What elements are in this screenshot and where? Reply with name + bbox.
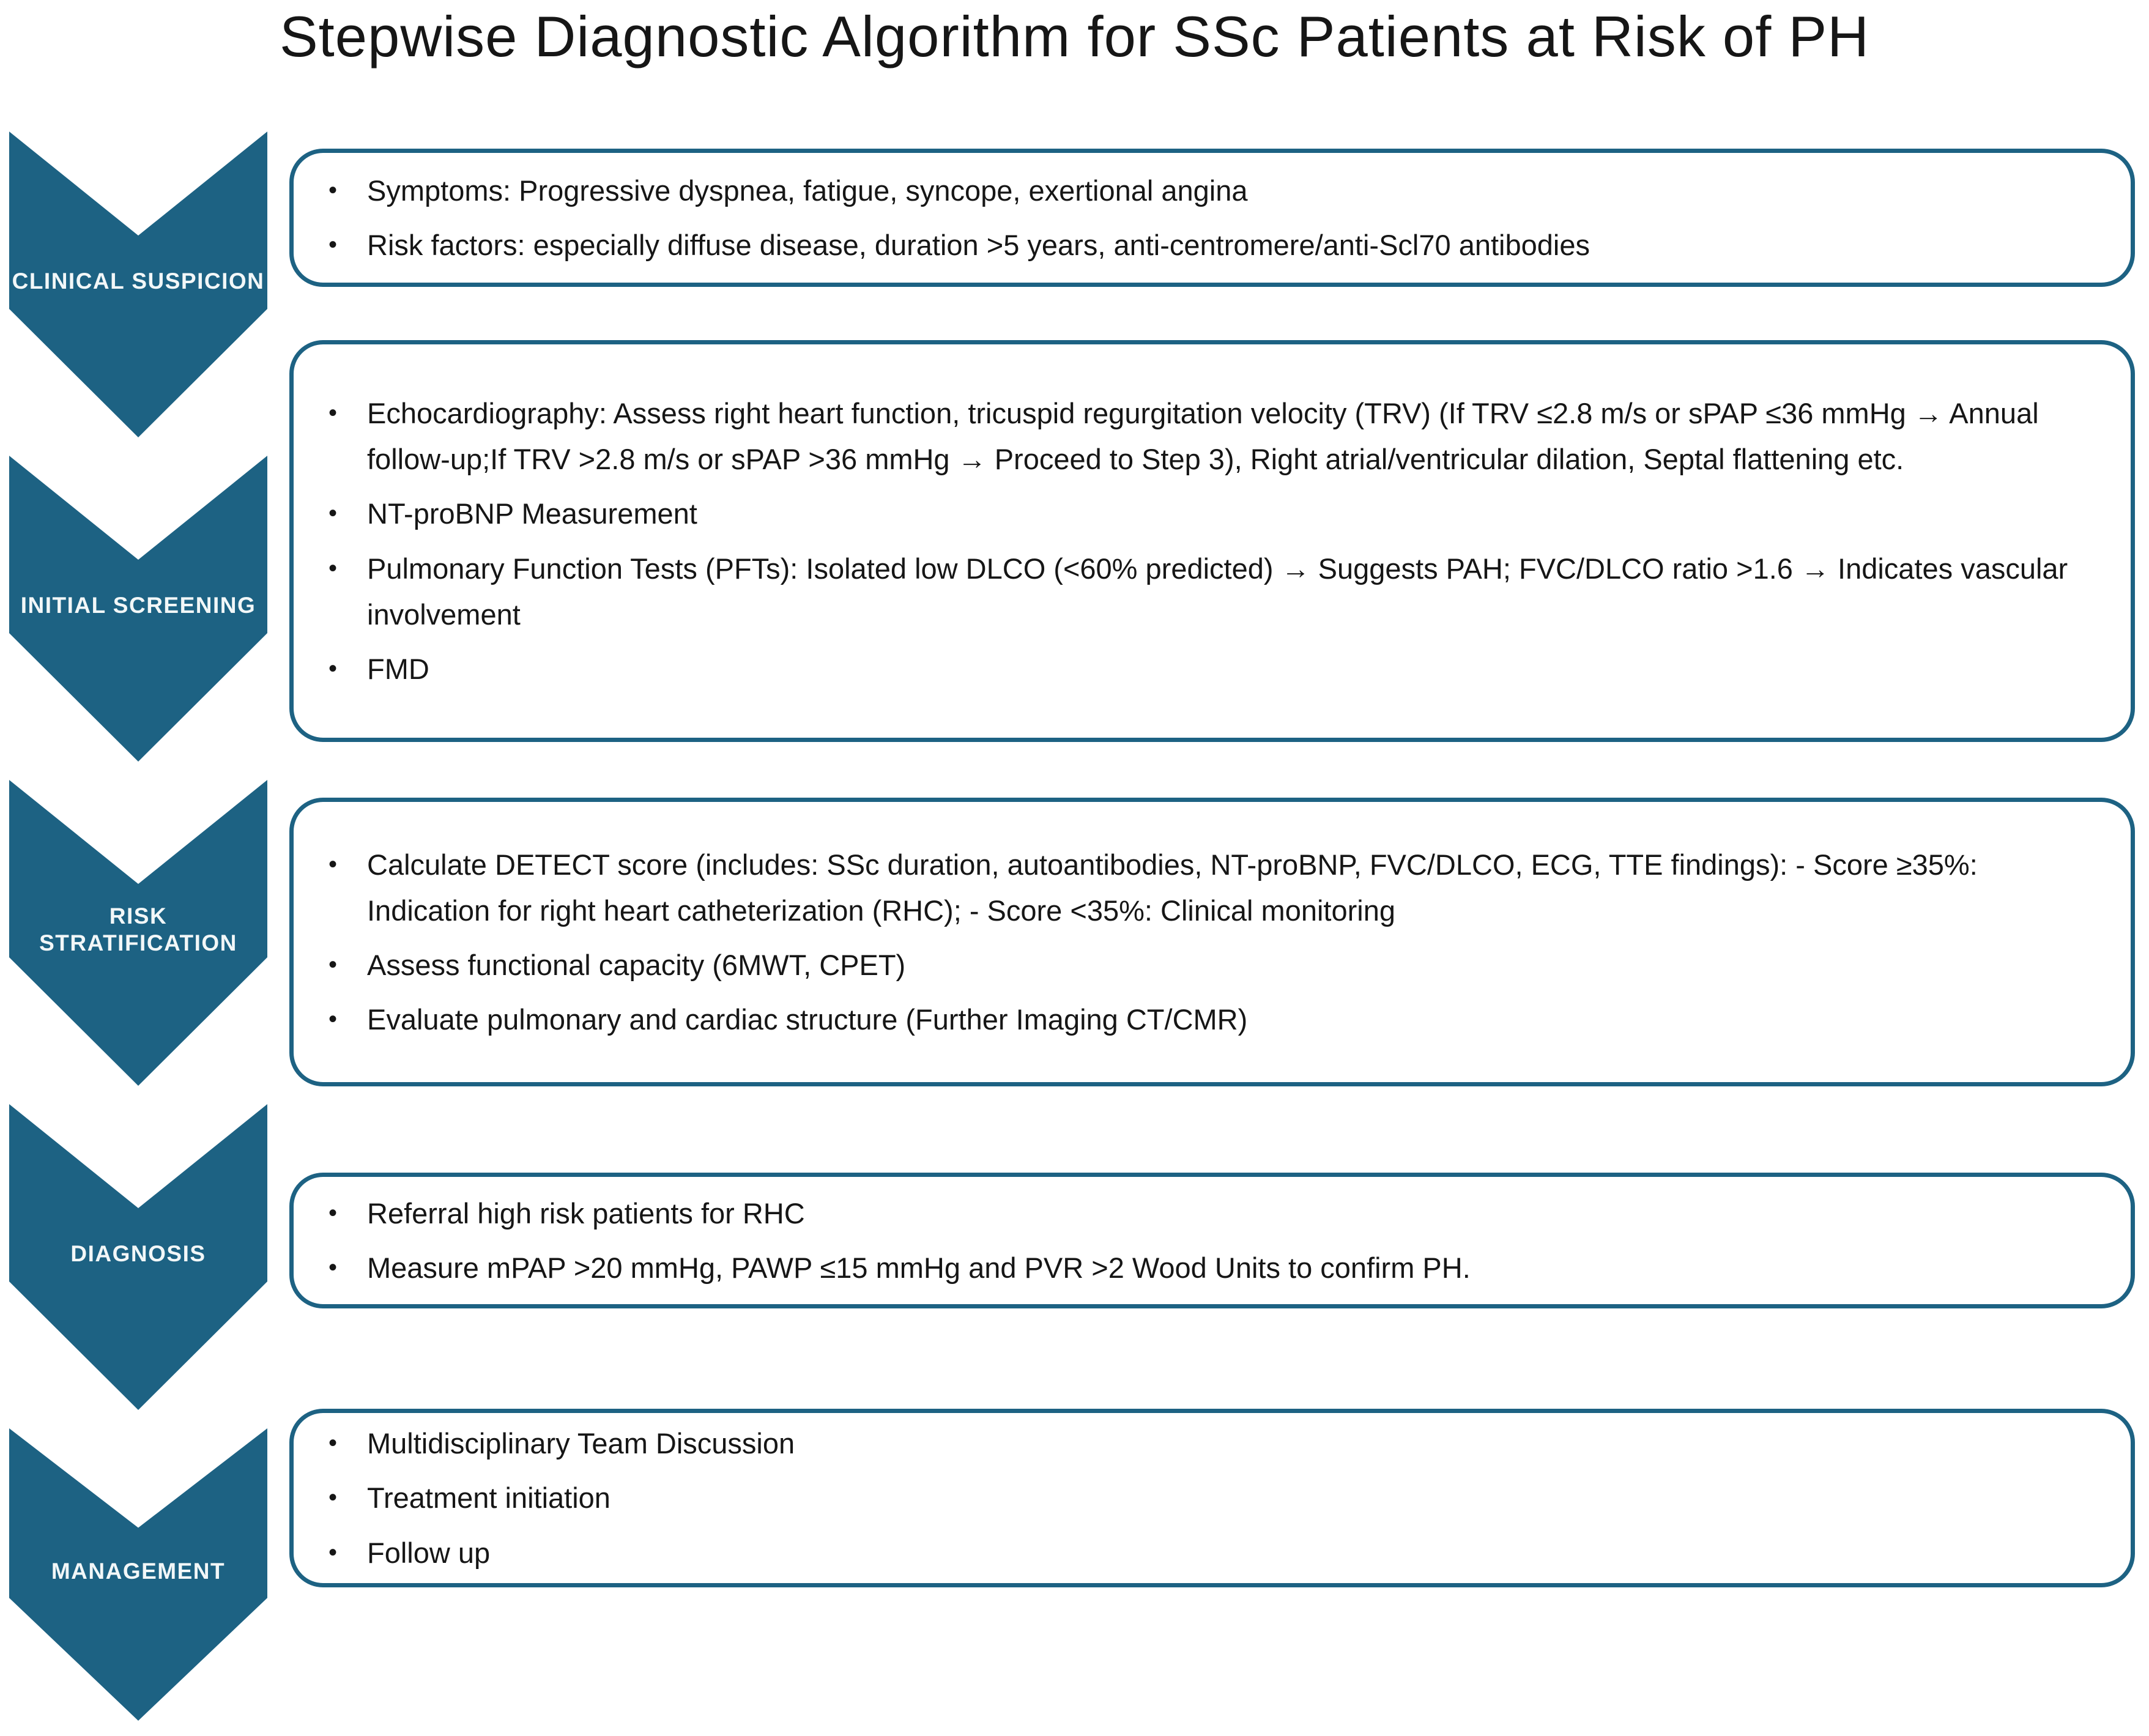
chevron-label-initial-screening: INITIAL SCREENING	[20, 593, 256, 618]
bullet-item: • Evaluate pulmonary and cardiac structu…	[321, 996, 2100, 1042]
bullet-text: Treatment initiation	[367, 1482, 611, 1515]
bullet-text: Calculate DETECT score (includes: SSc du…	[367, 848, 1978, 927]
bullet-item: • FMD	[321, 646, 2100, 692]
chevron-step-risk-stratification: RISK STRATIFICATION	[9, 780, 267, 1086]
bullet-text: Pulmonary Function Tests (PFTs): Isolate…	[367, 552, 2068, 631]
bullet-text: Echocardiography: Assess right heart fun…	[367, 396, 2039, 476]
bullet-item: • Multidisciplinary Team Discussion	[321, 1420, 2100, 1466]
bullet-marker: •	[328, 1006, 338, 1033]
step-box-diagnosis: • Referral high risk patients for RHC • …	[289, 1173, 2135, 1308]
bullet-marker: •	[328, 1484, 338, 1512]
chevron-label-diagnosis: DIAGNOSIS	[70, 1241, 206, 1267]
chevron-label-management: MANAGEMENT	[51, 1559, 226, 1584]
bullet-item: • Assess functional capacity (6MWT, CPET…	[321, 942, 2100, 988]
bullet-text: Measure mPAP >20 mmHg, PAWP ≤15 mmHg and…	[367, 1252, 1471, 1284]
bullet-text: Multidisciplinary Team Discussion	[367, 1427, 795, 1460]
chevron-label-clinical-suspicion: CLINICAL SUSPICION	[12, 269, 265, 294]
bullet-item: • Risk factors: especially diffuse disea…	[321, 222, 2100, 268]
bullet-text: Symptoms: Progressive dyspnea, fatigue, …	[367, 174, 1248, 207]
chevron-step-diagnosis: DIAGNOSIS	[9, 1104, 267, 1410]
bullet-item: • Calculate DETECT score (includes: SSc …	[321, 842, 2100, 933]
step-box-initial-screening: • Echocardiography: Assess right heart f…	[289, 340, 2135, 742]
chevron-label-risk-stratification: RISK STRATIFICATION	[39, 903, 237, 955]
bullet-marker: •	[328, 399, 338, 426]
bullet-item: • Treatment initiation	[321, 1475, 2100, 1521]
bullet-item: • Echocardiography: Assess right heart f…	[321, 390, 2100, 482]
chevron-step-management: MANAGEMENT	[9, 1428, 267, 1721]
bullet-marker: •	[328, 1254, 338, 1281]
chevron-step-initial-screening: INITIAL SCREENING	[9, 456, 267, 762]
bullet-item: • Measure mPAP >20 mmHg, PAWP ≤15 mmHg a…	[321, 1245, 2100, 1291]
bullet-marker: •	[328, 850, 338, 878]
bullet-text: Risk factors: especially diffuse disease…	[367, 229, 1590, 261]
bullet-marker: •	[328, 951, 338, 978]
step-box-clinical-suspicion: • Symptoms: Progressive dyspnea, fatigue…	[289, 149, 2135, 287]
bullet-marker: •	[328, 176, 338, 204]
diagram-title: Stepwise Diagnostic Algorithm for SSc Pa…	[279, 4, 1870, 69]
bullet-item: • NT-proBNP Measurement	[321, 491, 2100, 536]
bullet-text: NT-proBNP Measurement	[367, 497, 697, 530]
bullet-item: • Referral high risk patients for RHC	[321, 1190, 2100, 1236]
bullet-item: • Symptoms: Progressive dyspnea, fatigue…	[321, 168, 2100, 213]
bullet-text: Follow up	[367, 1536, 491, 1569]
bullet-marker: •	[328, 1538, 338, 1566]
bullet-item: • Follow up	[321, 1530, 2100, 1576]
bullet-text: Assess functional capacity (6MWT, CPET)	[367, 949, 906, 981]
step-box-management: • Multidisciplinary Team Discussion • Tr…	[289, 1409, 2135, 1587]
bullet-text: Evaluate pulmonary and cardiac structure…	[367, 1003, 1248, 1036]
bullet-item: • Pulmonary Function Tests (PFTs): Isola…	[321, 546, 2100, 637]
bullet-marker: •	[328, 500, 338, 527]
bullet-text: FMD	[367, 652, 429, 685]
bullet-marker: •	[328, 1199, 338, 1226]
bullet-marker: •	[328, 655, 338, 682]
bullet-marker: •	[328, 1430, 338, 1457]
bullet-marker: •	[328, 554, 338, 582]
chevron-step-clinical-suspicion: CLINICAL SUSPICION	[9, 132, 267, 437]
bullet-text: Referral high risk patients for RHC	[367, 1196, 805, 1230]
step-box-risk-stratification: • Calculate DETECT score (includes: SSc …	[289, 798, 2135, 1086]
bullet-marker: •	[328, 231, 338, 258]
